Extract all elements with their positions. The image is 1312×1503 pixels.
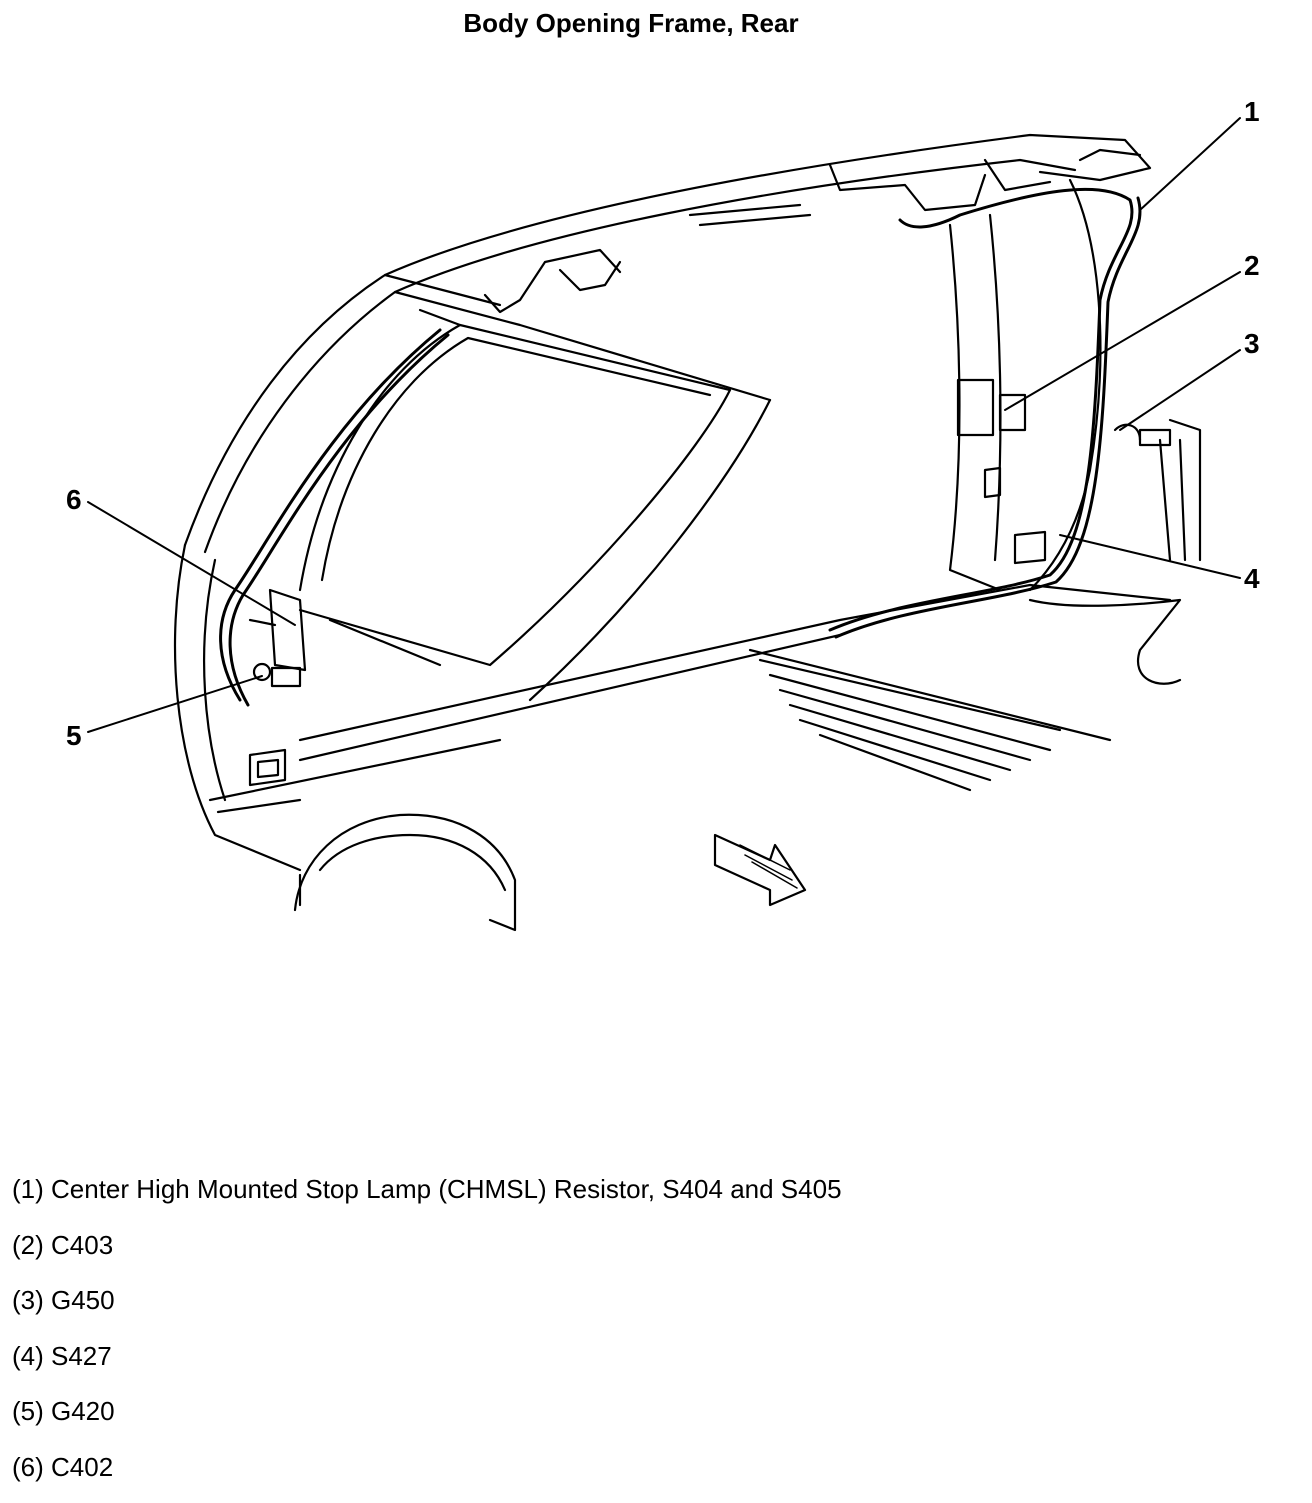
floor-sill [300, 420, 1200, 790]
leader-3 [1120, 350, 1240, 430]
legend-item: (2) C403 [12, 1226, 842, 1282]
callout-2: 2 [1244, 250, 1260, 282]
legend-item: (6) C402 [12, 1448, 842, 1503]
leader-4 [1060, 535, 1240, 578]
rear-window-opening [300, 310, 770, 700]
forward-arrow-icon [715, 835, 805, 905]
c403-connector [958, 380, 1025, 435]
right-pillar [950, 180, 1100, 590]
legend-item: (5) G420 [12, 1392, 842, 1448]
legend-item: (3) G450 [12, 1281, 842, 1337]
leader-5 [88, 676, 262, 732]
callout-4: 4 [1244, 563, 1260, 595]
wheel-arch [295, 815, 515, 930]
body-opening-frame-drawing [0, 0, 1312, 1000]
g420-ground [254, 664, 300, 686]
leader-2 [1005, 272, 1240, 410]
legend-item: (1) Center High Mounted Stop Lamp (CHMSL… [12, 1170, 842, 1226]
leader-1 [1140, 118, 1240, 210]
callout-5: 5 [66, 720, 82, 752]
callout-1: 1 [1244, 96, 1260, 128]
legend-item: (4) S427 [12, 1337, 842, 1393]
callout-6: 6 [66, 484, 82, 516]
component-legend: (1) Center High Mounted Stop Lamp (CHMSL… [12, 1170, 842, 1503]
roof-rail [185, 135, 1150, 552]
leader-lines [88, 118, 1240, 732]
callout-3: 3 [1244, 328, 1260, 360]
